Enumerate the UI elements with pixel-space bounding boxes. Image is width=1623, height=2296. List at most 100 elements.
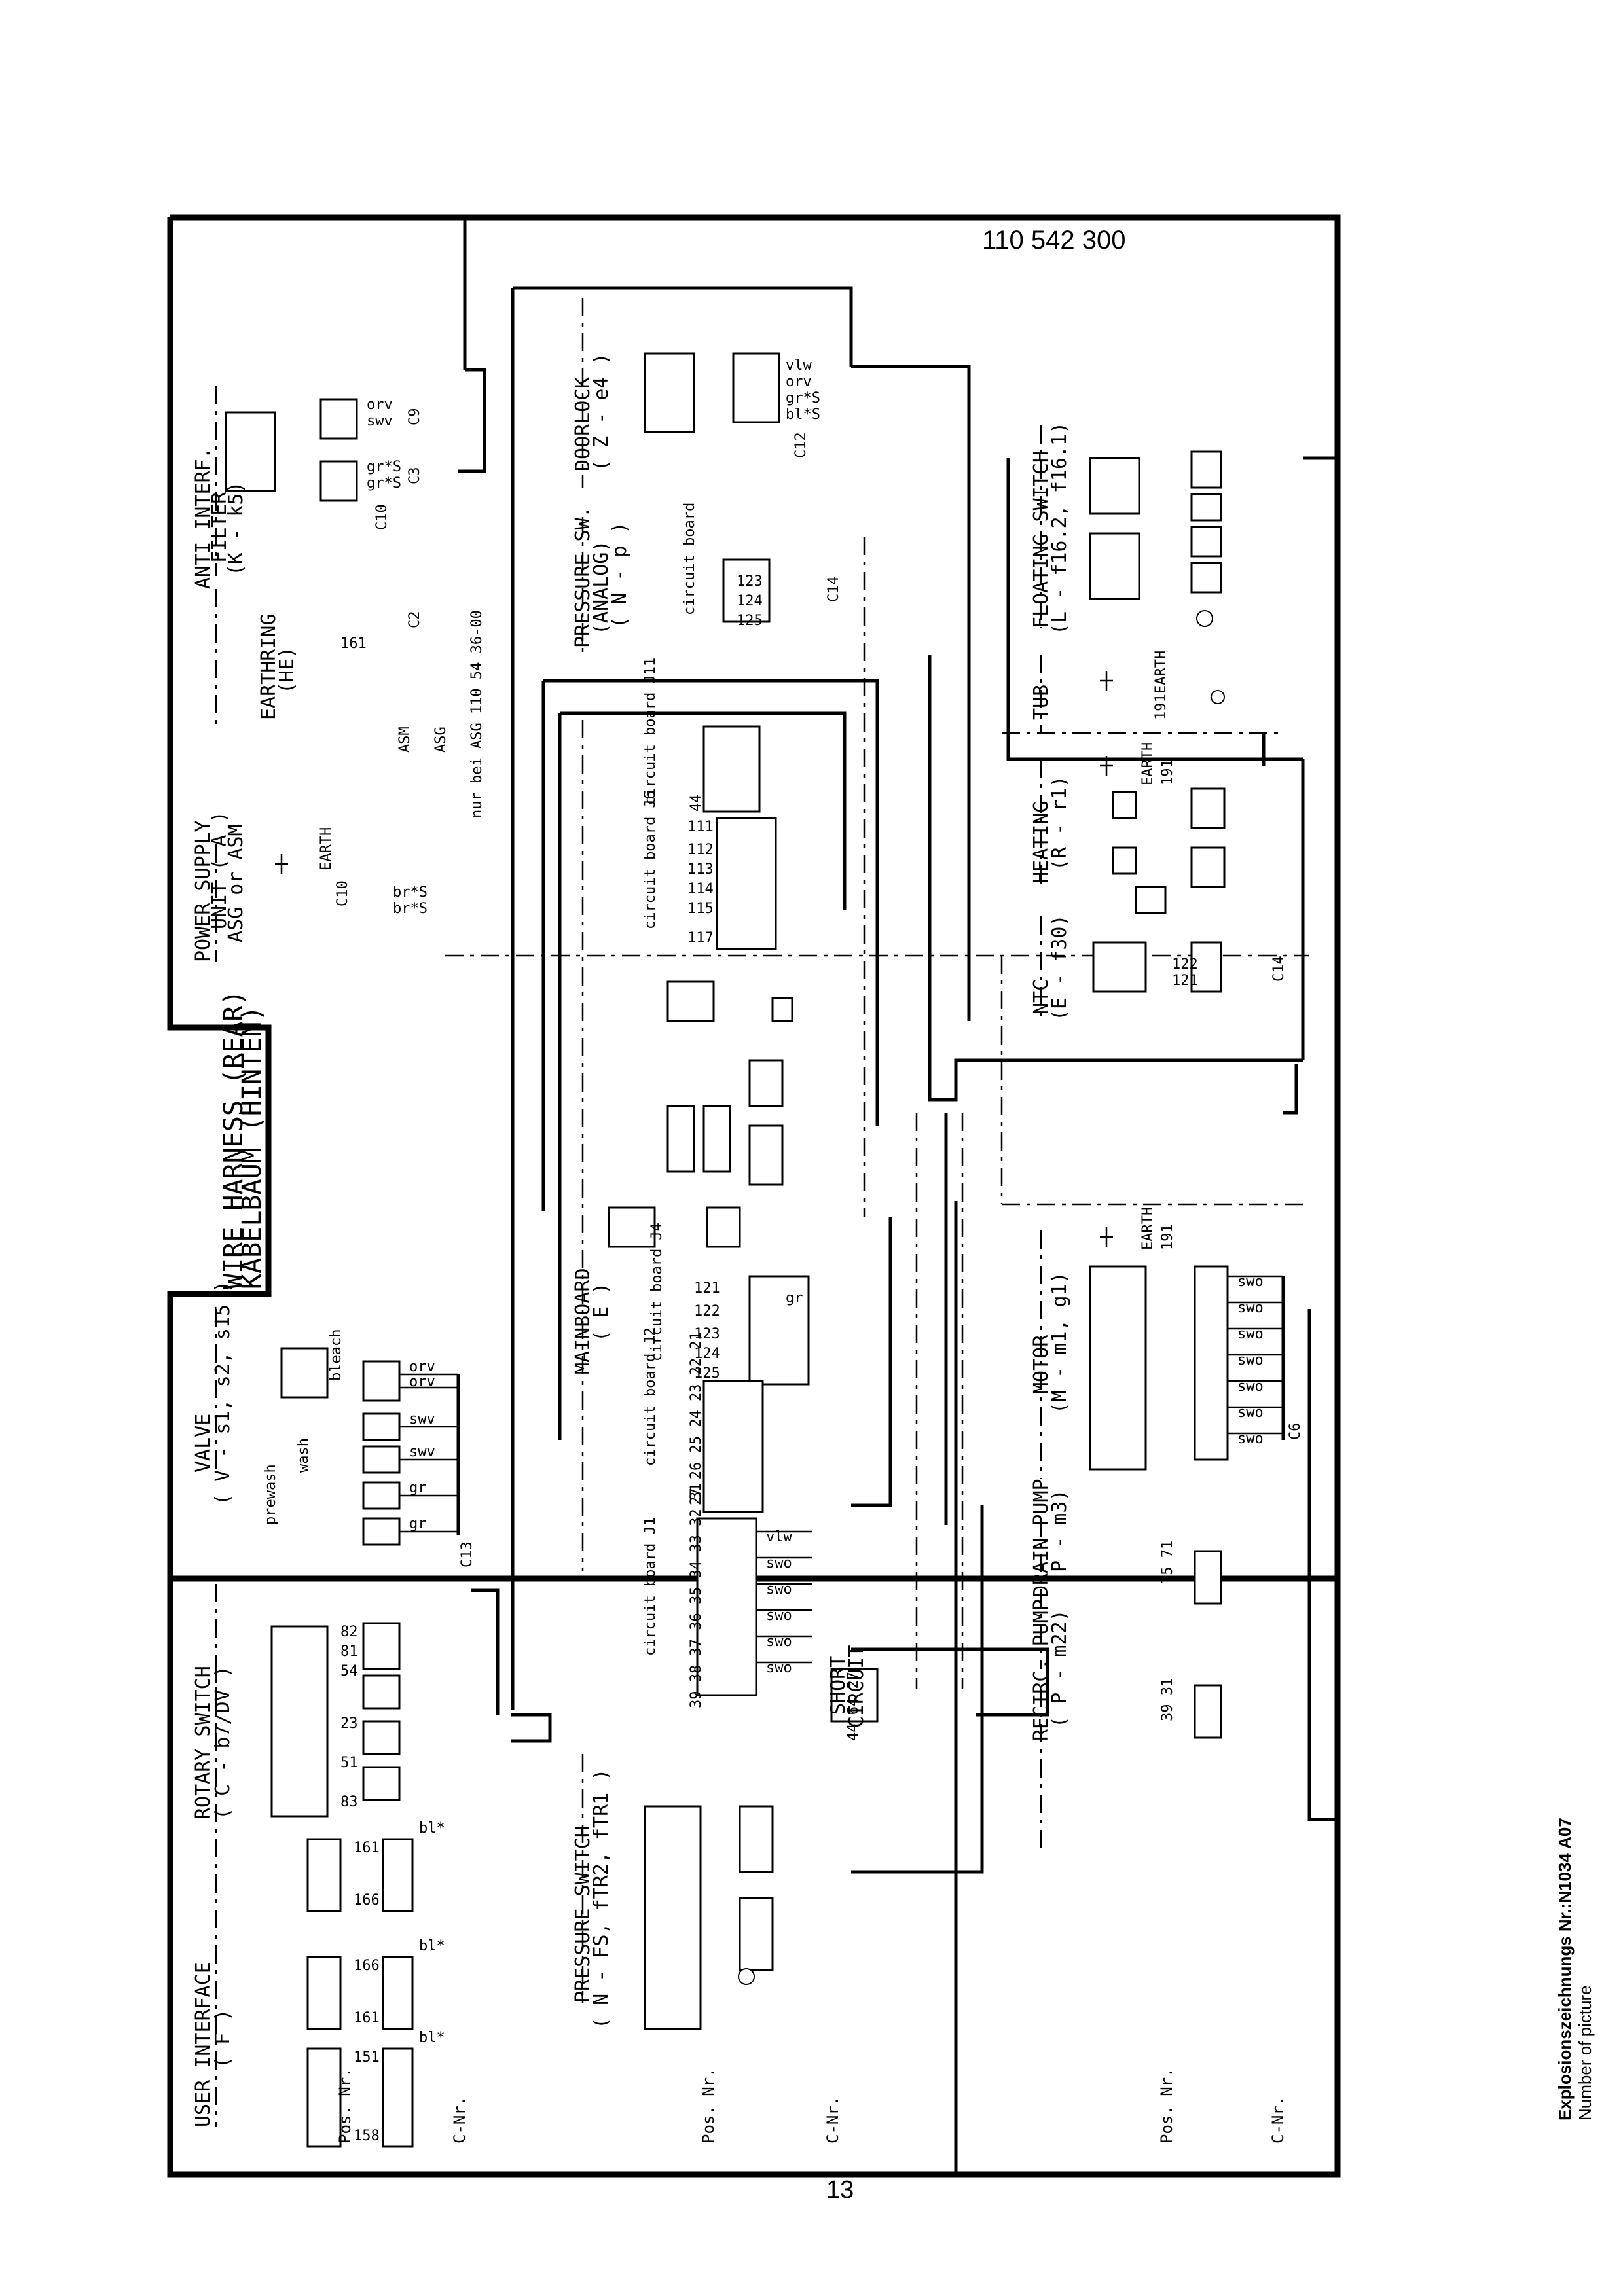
- ntc-pin-2: 121: [1172, 973, 1198, 989]
- board-j1-pins: 39 38 37 36 35 34 33 32 31: [688, 1483, 704, 1708]
- board-j4-pin-5: 125: [694, 1365, 720, 1382]
- doorlock-label: DOORLOCK: [572, 377, 594, 472]
- pressure-analog-label: PRESSURE SW.: [572, 506, 594, 648]
- anti-filter-wire-2: swv: [367, 413, 393, 429]
- heating-code: (R - r1): [1048, 776, 1071, 871]
- ui-link-pin-a: 161: [354, 1840, 380, 1856]
- floating-switch-label: FLOATING SWITCH: [1030, 451, 1053, 628]
- pressure-analog-connector: C14: [826, 576, 842, 602]
- valve-bleach-label: bleach: [328, 1329, 344, 1381]
- power-supply-asm: ASM: [397, 726, 413, 753]
- rotary-pin-23: 23: [340, 1715, 358, 1732]
- anti-filter-plug-a: [319, 398, 358, 440]
- ui-link-plug-a: [382, 1838, 414, 1912]
- tub-label: TUB: [1030, 685, 1053, 720]
- connector-blocks: [225, 352, 1229, 2148]
- doorlock-wire-1: vlw: [786, 357, 812, 374]
- board-j6-pin-3: 113: [687, 861, 714, 878]
- component-brackets: [215, 298, 1042, 2127]
- board-j4-pin-2: 122: [694, 1303, 720, 1319]
- ntc-pin-1: 122: [1172, 956, 1198, 973]
- doorlock-wire-2: orv: [786, 374, 812, 390]
- cnr-label-1: C-Nr.: [450, 2096, 469, 2144]
- pressure-analog-code: ( N - p ): [608, 522, 631, 628]
- valve-wash-label: wash: [295, 1438, 312, 1473]
- ui-link-connector-a: [306, 1838, 342, 1912]
- j13-connector: [702, 1105, 731, 1173]
- doorlock-code: ( Z - e4 ): [590, 353, 613, 471]
- power-supply-wire-1: br*S: [393, 884, 428, 901]
- ntc-code: (E - f30): [1048, 914, 1071, 1021]
- board-j2-label: circuit board J2: [642, 1327, 659, 1466]
- valve-bleach-plug: [362, 1360, 401, 1402]
- mainboard-plug-small: [771, 997, 793, 1022]
- power-supply-wire-2: br*S: [393, 901, 428, 917]
- rotary-pin-54: 54: [340, 1663, 358, 1679]
- valve-prewash-plug-b: [362, 1517, 401, 1546]
- valve-wire-4: swv: [409, 1444, 435, 1460]
- board-j6-pin-4: 114: [687, 881, 714, 897]
- rotary-plug-a: [362, 1622, 401, 1670]
- ui-link-plug-b: [382, 1956, 414, 2030]
- anti-filter-c10: C10: [374, 504, 390, 530]
- power-supply-note: nur bei ASG 110 54 36-00: [469, 610, 485, 818]
- pressure-analog-pin-2: 124: [737, 593, 763, 609]
- ui-wire: bl*: [419, 2030, 445, 2046]
- rotary-plug-d: [362, 1766, 401, 1801]
- pressure-switch-label: PRESSURE SWITCH: [572, 1825, 594, 2003]
- pressure-analog-pin-3: 125: [737, 613, 763, 629]
- ui-link-connector-b: [306, 1956, 342, 2030]
- j9-connector: [666, 1105, 695, 1173]
- anti-filter-plug-b: [319, 460, 358, 502]
- anti-interf-label2: FILTER: [208, 492, 231, 563]
- motor-pin: 191: [1159, 1224, 1176, 1250]
- board-j1-label: circuit board J1: [642, 1517, 659, 1656]
- ui-link-wire: bl*: [419, 1820, 445, 1837]
- valve-prewash-plug-a: [362, 1481, 401, 1510]
- board-j11-label: circuit board J11: [642, 658, 659, 805]
- drain-pump-label: DRAIN PUMP: [1030, 1479, 1053, 1597]
- recirc-pump-code: ( P - m22): [1048, 1609, 1071, 1728]
- pressure-analog-pin-1: 123: [737, 573, 763, 590]
- valve-connector: C13: [459, 1541, 475, 1568]
- main-wires: [458, 286, 1338, 1874]
- doorlock-connector-label: C12: [793, 432, 809, 458]
- cnr-label-2: C-Nr.: [824, 2096, 842, 2144]
- short-circuit-block: [830, 1668, 879, 1723]
- rotary-pin-83: 83: [340, 1794, 358, 1810]
- heating-plug-a: [1190, 787, 1226, 829]
- mainboard-plug-63: [706, 1206, 741, 1248]
- earth-symbols: [275, 610, 1225, 1985]
- j4-wire: gr: [786, 1290, 803, 1306]
- motor-plug: [1194, 1265, 1229, 1461]
- motor-connector-label: C6: [1287, 1423, 1304, 1441]
- doorlock-wire-4: bl*S: [786, 406, 820, 423]
- earthring-pin: 161: [340, 636, 367, 652]
- harness-title-de: KABELBAUM (HINTEN): [237, 1006, 267, 1289]
- ui-link2-pin-a: 166: [354, 1958, 380, 1974]
- valve-wire-6: gr: [409, 1516, 427, 1532]
- ui-link2-pin-b: 161: [354, 2010, 380, 2026]
- recirc-pump-plug: [1194, 1684, 1222, 1739]
- j1-wire-2: swo: [766, 1555, 792, 1571]
- heating-pin: 191: [1159, 759, 1176, 785]
- rotary-switch-label: ROTARY SWITCH: [192, 1666, 215, 1820]
- fuse-icon: [738, 1968, 755, 1985]
- pressure-switch-connector: [644, 1805, 702, 2030]
- board-j4-pin-1: 121: [694, 1280, 720, 1297]
- valve-wire-2: orv: [409, 1374, 435, 1390]
- j1-wire-6: swo: [766, 1660, 792, 1676]
- detail-labels: circuit board J11 circuit board J6 circu…: [263, 357, 1304, 2144]
- mainboard-plug-53: [666, 980, 715, 1022]
- fuse-icon: [1196, 610, 1213, 627]
- rotary-pin-51: 51: [340, 1755, 358, 1771]
- doorlock-plug: [732, 352, 780, 423]
- anti-interf-label: ANTI INTERF.: [192, 447, 215, 589]
- doorlock-wire-3: gr*S: [786, 390, 820, 406]
- rotary-switch-code: ( C - b7/DV ): [211, 1666, 234, 1820]
- valve-prewash-label: prewash: [263, 1464, 279, 1525]
- motor-code: (M - m1, g1): [1048, 1272, 1071, 1414]
- heating-label: HEATING: [1030, 801, 1053, 884]
- document-number: 110 542 300: [982, 226, 1126, 255]
- motor-wire-5: swo: [1237, 1378, 1264, 1395]
